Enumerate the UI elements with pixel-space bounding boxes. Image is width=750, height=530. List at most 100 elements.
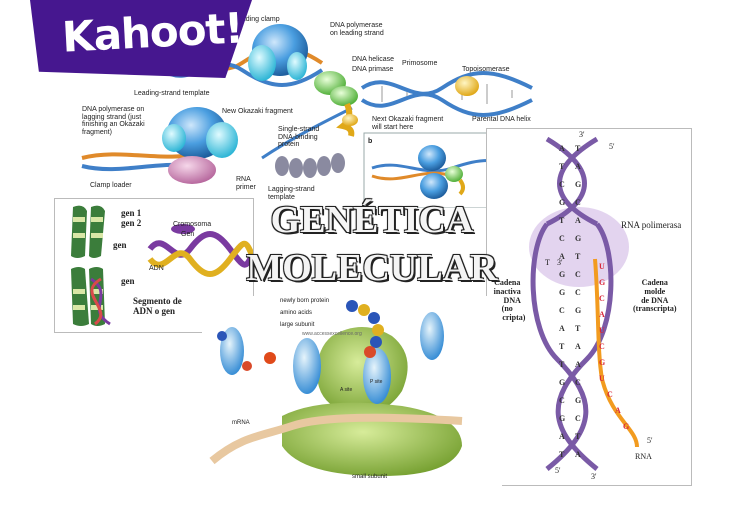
dna-base-left: T [559, 450, 565, 459]
label-helicase: DNA helicase [352, 56, 395, 63]
dna-base-right: G [575, 306, 582, 315]
dna-base-right: T [575, 252, 581, 261]
dna-base-right: T [575, 144, 581, 153]
label-gen1: gen 1 [121, 208, 142, 218]
kahoot-logo: Kahoot! [60, 3, 244, 62]
label-template-strand: Cadena molde de DNA (transcripta) [633, 278, 677, 314]
transcription-illustration [529, 136, 639, 471]
dna-base-left: G [559, 288, 566, 297]
rna-base: G [599, 278, 606, 287]
label-lagging-template: Lagging-strand template [268, 186, 315, 201]
label-pol-lagging: DNA polymerase on lagging strand (just f… [82, 106, 145, 137]
dna-base-left: C [559, 234, 565, 243]
ribosome-figure: newly born protein amino acids large sub… [202, 296, 502, 486]
label-3prime-top: 3' [579, 130, 585, 139]
dna-base-left: T [559, 162, 565, 171]
dna-base-left: C [559, 306, 565, 315]
dna-base-right: A [575, 216, 581, 225]
label-gen-a: gen [113, 240, 127, 250]
dna-base-left: T [559, 216, 565, 225]
dna-base-left: G [559, 198, 566, 207]
label-3prime-bottom: 3' [591, 472, 597, 481]
label-rna-primer: RNA primer [236, 176, 256, 191]
rna-base: C [599, 342, 605, 351]
dna-base-left: C [559, 180, 565, 189]
dna-base-right: G [575, 234, 582, 243]
label-primase: DNA primase [352, 66, 394, 73]
dna-base-left: G [559, 270, 566, 279]
dna-base-right: A [575, 360, 581, 369]
transcription-figure: 3' 5' RNA polimerasa Cadena inactiva de … [486, 128, 692, 486]
page-title: GENÉTICA MOLECULAR [236, 196, 508, 292]
rna-base: C [607, 390, 613, 399]
dna-base-left: C [559, 396, 565, 405]
label-small-subunit: small subunit [352, 474, 388, 480]
dna-replication-figure: Sliding clamp DNA polymerase on leading … [62, 8, 540, 208]
label-gen-b: gen [121, 276, 135, 286]
label-single-strand: Single-strand DNA-binding protein [278, 126, 320, 149]
label-next-okazaki: Next Okazaki fragment will start here [372, 116, 444, 131]
rna-base: A [599, 310, 605, 319]
dna-base-right: A [575, 342, 581, 351]
label-url: www.accessexcellence.org [302, 331, 362, 337]
dna-base-left: T [559, 342, 565, 351]
label-t3: T [545, 258, 550, 267]
label-p-site: P site [370, 379, 383, 385]
dna-base-right: A [575, 450, 581, 459]
label-5prime-top: 5' [609, 142, 615, 151]
label-3-rna: 3' [557, 258, 563, 267]
dna-base-right: T [575, 432, 581, 441]
dna-base-left: A [559, 144, 565, 153]
label-adn: ADN [149, 265, 164, 272]
rna-base: G [599, 358, 606, 367]
rna-base: C [599, 294, 605, 303]
rna-base: A [615, 406, 621, 415]
dna-base-left: A [559, 432, 565, 441]
title-line-2: MOLECULAR [246, 247, 498, 289]
ribosome-illustration [209, 300, 463, 476]
rna-base: U [599, 326, 605, 335]
dna-base-right: C [575, 198, 581, 207]
dna-base-right: C [575, 414, 581, 423]
dna-base-right: C [575, 378, 581, 387]
dna-base-right: C [575, 288, 581, 297]
label-rna: RNA [635, 452, 652, 461]
dna-base-left: A [559, 324, 565, 333]
label-5prime-bottom: 5' [555, 466, 561, 475]
label-pol-leading: DNA polymerase on leading strand [330, 22, 384, 37]
label-cromosoma: Cromosoma [173, 221, 212, 228]
label-parental-helix: Parental DNA helix [472, 116, 531, 123]
label-inset-b: b [368, 138, 373, 145]
dna-base-right: A [575, 162, 581, 171]
dna-base-left: T [559, 360, 565, 369]
rna-base: U [599, 374, 605, 383]
rna-base: G [623, 422, 630, 431]
dna-base-left: A [559, 252, 565, 261]
chromosome-illustration [71, 205, 253, 326]
dna-base-right: T [575, 324, 581, 333]
dna-base-right: G [575, 180, 582, 189]
replication-illustration [81, 24, 540, 208]
label-primosome: Primosome [402, 60, 438, 67]
dna-base-left: G [559, 414, 566, 423]
dna-base-right: G [575, 396, 582, 405]
dna-base-right: C [575, 270, 581, 279]
label-topoisomerase: Topoisomerase [462, 66, 510, 73]
label-clamp-loader: Clamp loader [90, 182, 132, 189]
kahoot-logo-badge [30, 0, 252, 78]
label-rna-polymerase: RNA polimerasa [621, 220, 682, 230]
dna-base-left: G [559, 378, 566, 387]
label-leading-template: Leading-strand template [134, 90, 210, 97]
label-new-okazaki: New Okazaki fragment [222, 108, 293, 115]
rna-base: U [599, 262, 605, 271]
label-mrna: mRNA [232, 420, 250, 426]
label-gen-c: Gen [181, 231, 195, 238]
label-5prime-rna: 5' [647, 436, 653, 445]
label-a-site: A site [340, 387, 353, 393]
label-large-subunit: large subunit [280, 322, 315, 328]
label-segment: Segmento de ADN o gen [133, 296, 182, 316]
label-sliding-clamp: Sliding clamp [238, 16, 280, 23]
label-gen2: gen 2 [121, 218, 142, 228]
title-line-1: GENÉTICA [270, 199, 474, 241]
label-newly-born-protein: newly born protein [280, 298, 330, 304]
